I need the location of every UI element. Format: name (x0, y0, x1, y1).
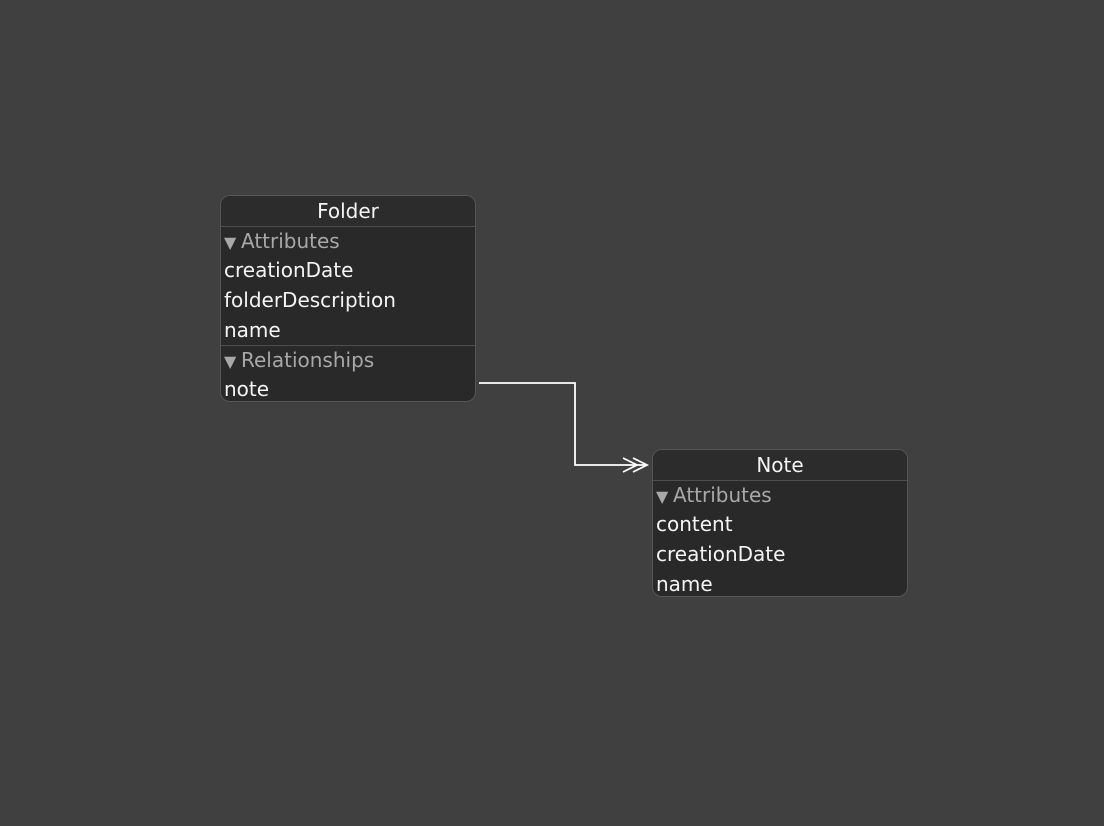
attribute-row[interactable]: creationDate (656, 542, 786, 566)
entity-title[interactable]: Note (653, 450, 907, 481)
entity-note[interactable]: Note ▼Attributes content creationDate na… (652, 449, 908, 597)
entity-folder[interactable]: Folder ▼Attributes creationDate folderDe… (220, 195, 476, 402)
attribute-row[interactable]: folderDescription (224, 288, 396, 312)
section-label: Attributes (241, 229, 340, 253)
disclosure-triangle-icon[interactable]: ▼ (656, 487, 669, 506)
relationships-section-header[interactable]: ▼Relationships (221, 346, 475, 374)
section-label: Relationships (241, 348, 375, 372)
entity-title[interactable]: Folder (221, 196, 475, 227)
attribute-row[interactable]: name (224, 318, 281, 342)
section-label: Attributes (673, 483, 772, 507)
attribute-row[interactable]: content (656, 512, 733, 536)
disclosure-triangle-icon[interactable]: ▼ (224, 233, 237, 252)
attributes-section-header[interactable]: ▼Attributes (653, 481, 907, 509)
disclosure-triangle-icon[interactable]: ▼ (224, 352, 237, 371)
attribute-row[interactable]: name (656, 572, 713, 596)
attribute-row[interactable]: creationDate (224, 258, 354, 282)
attributes-section-header[interactable]: ▼Attributes (221, 227, 475, 255)
relationship-line (479, 382, 647, 466)
to-many-double-arrow-icon (622, 457, 650, 473)
relationship-row[interactable]: note (224, 377, 270, 401)
section-divider (221, 345, 475, 346)
